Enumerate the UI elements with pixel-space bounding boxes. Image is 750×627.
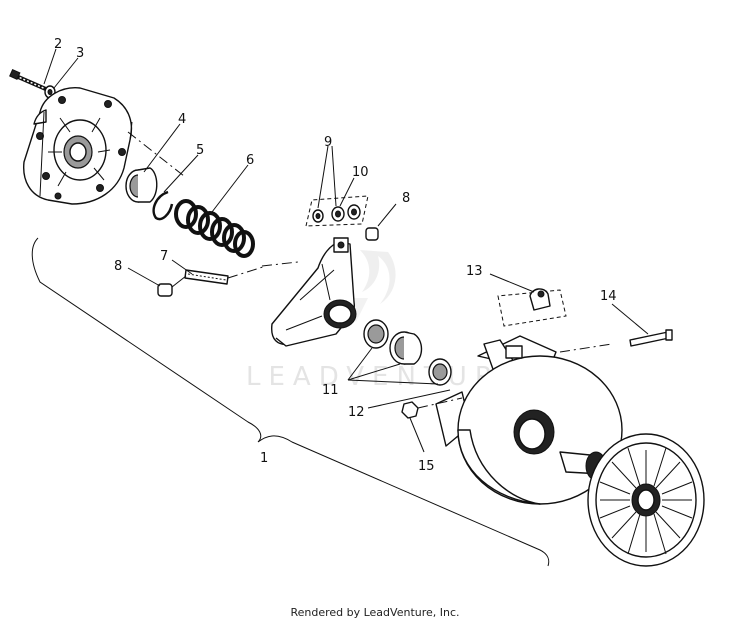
cap-part-8-left (157, 275, 187, 297)
leader-lines (43, 48, 649, 453)
callout-9: 9 (324, 135, 332, 150)
bushings-part-11 (363, 319, 452, 386)
shaft-axis-line (559, 343, 613, 353)
bolt-part-7 (184, 265, 267, 285)
callout-4: 4 (178, 112, 186, 127)
callout-14: 14 (600, 289, 617, 304)
assembly-bracket (31, 237, 550, 567)
callout-1: 1 (260, 451, 268, 466)
spring-part-6 (174, 199, 255, 258)
callout-3: 3 (76, 46, 84, 61)
footer-credit: Rendered by LeadVenture, Inc. (290, 606, 460, 619)
watermark-text: LEADVENTURE (246, 362, 525, 392)
slider-part-13 (497, 288, 567, 327)
callout-8-left: 8 (114, 259, 122, 274)
callout-8-right: 8 (402, 191, 410, 206)
nut-part-15 (401, 397, 463, 419)
spider-arm-assembly (271, 237, 357, 347)
callout-7: 7 (160, 249, 168, 264)
callout-10: 10 (352, 165, 369, 180)
callout-5: 5 (196, 143, 204, 158)
fixed-sheave (559, 433, 705, 567)
callout-11: 11 (322, 383, 339, 398)
snap-ring-part-5 (152, 190, 174, 221)
callout-2: 2 (54, 37, 62, 52)
assembly-axis-line (127, 131, 185, 177)
center-axis-line (261, 261, 299, 267)
bushing-part-4 (125, 167, 158, 203)
clutch-cover (23, 87, 133, 205)
cap-part-8-right (365, 227, 379, 241)
pin-part-14 (629, 329, 673, 347)
callout-13: 13 (466, 264, 483, 279)
callout-labels: 1 2 3 4 5 6 7 8 8 9 10 11 12 13 14 15 (54, 37, 617, 474)
callout-6: 6 (246, 153, 254, 168)
callout-15: 15 (418, 459, 435, 474)
rollers-part-9-10 (305, 195, 369, 227)
callout-12: 12 (348, 405, 365, 420)
bolt-part-2 (9, 68, 49, 92)
